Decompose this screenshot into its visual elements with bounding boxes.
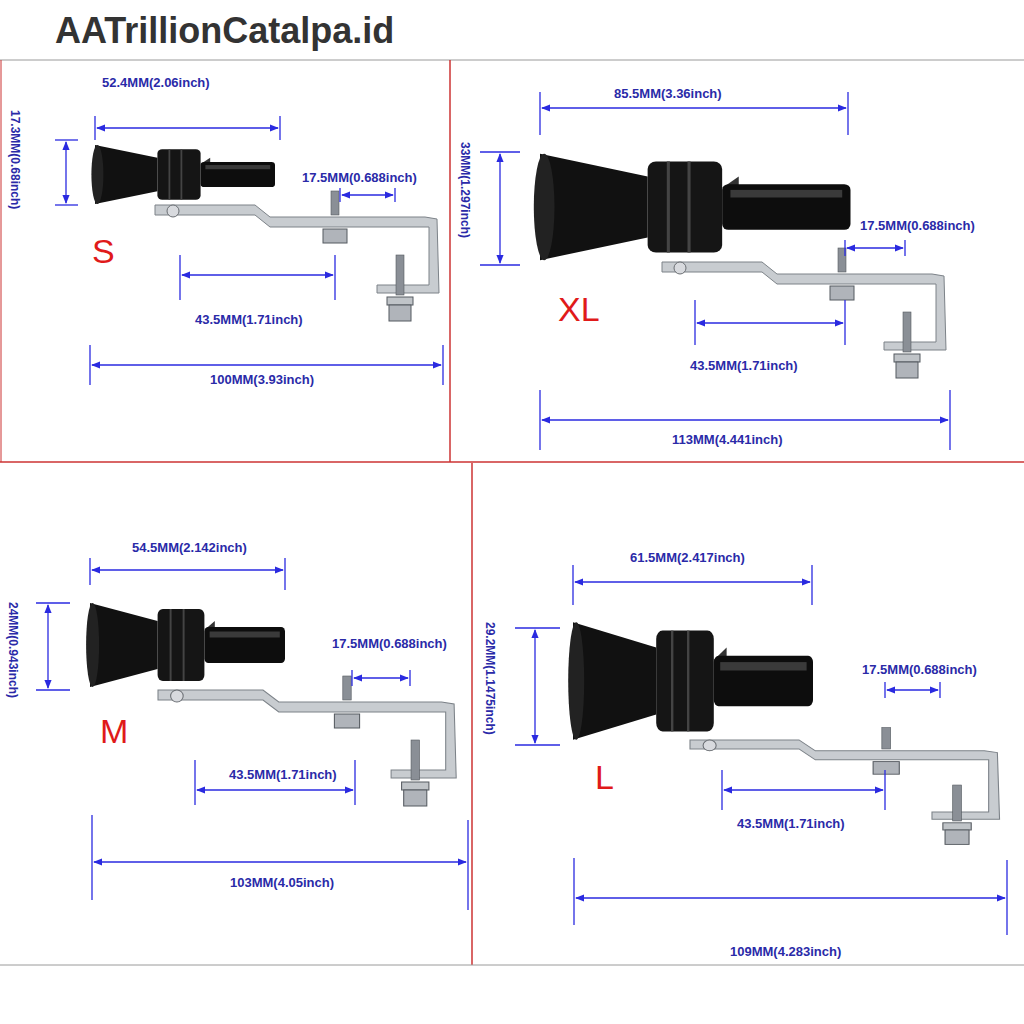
- dimension-label: 17.5MM(0.688inch): [860, 662, 979, 677]
- dimension-label: 109MM(4.283inch): [728, 944, 843, 959]
- size-letter: M: [100, 712, 128, 750]
- size-letter: XL: [558, 290, 600, 328]
- dimension-label: 54.5MM(2.142inch): [130, 540, 249, 555]
- dimension-label: 29.2MM(1.1475inch): [482, 620, 497, 737]
- dimension-label: 61.5MM(2.417inch): [628, 550, 747, 565]
- dimension-label: 52.4MM(2.06inch): [100, 75, 212, 90]
- dimension-label: 17.3MM(0.68inch): [7, 108, 22, 211]
- dimension-label: 43.5MM(1.71inch): [735, 816, 847, 831]
- dimension-label: 103MM(4.05inch): [228, 875, 336, 890]
- dimension-label: 43.5MM(1.71inch): [688, 358, 800, 373]
- size-letter: S: [92, 232, 115, 270]
- dimension-label: 43.5MM(1.71inch): [193, 312, 305, 327]
- dimension-label: 17.5MM(0.688inch): [330, 636, 449, 651]
- dimension-label: 100MM(3.93inch): [208, 372, 316, 387]
- dimension-label: 17.5MM(0.688inch): [858, 218, 977, 233]
- size-letter: L: [595, 758, 614, 796]
- watermark: AATrillionCatalpa.id: [55, 10, 394, 52]
- dimension-label: 43.5MM(1.71inch): [227, 767, 339, 782]
- dimension-label: 85.5MM(3.36inch): [612, 86, 724, 101]
- dimension-label: 33MM(1.297inch): [457, 140, 472, 240]
- dimension-label: 113MM(4.441inch): [670, 432, 785, 447]
- dimension-label: 17.5MM(0.688inch): [300, 170, 419, 185]
- dimension-label: 24MM(0.943inch): [5, 600, 20, 700]
